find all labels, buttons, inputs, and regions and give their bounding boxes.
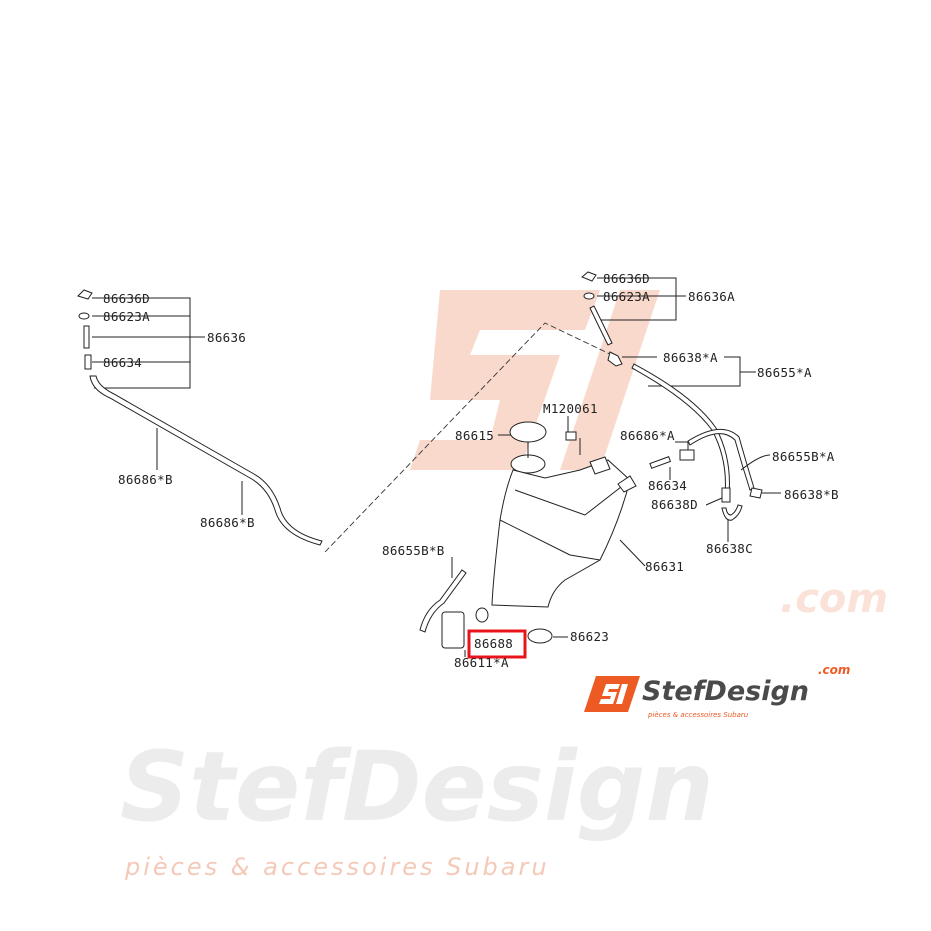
label-86686a: 86686*A bbox=[620, 428, 675, 443]
logo-domain: .com bbox=[818, 663, 850, 677]
label-86623: 86623 bbox=[570, 629, 609, 644]
watermark-domain: .com bbox=[780, 576, 888, 622]
left-nozzle-group bbox=[77, 289, 613, 553]
right-nozzle-group bbox=[581, 271, 781, 542]
highlight-box bbox=[467, 629, 527, 659]
label-86655a: 86655*A bbox=[757, 365, 812, 380]
bracket-icon bbox=[617, 475, 637, 493]
washer-icon bbox=[78, 312, 90, 320]
label-86638d: 86638D bbox=[651, 497, 698, 512]
label-86655b-b: 86655B*B bbox=[382, 543, 445, 558]
label-86655b-a: 86655B*A bbox=[772, 449, 835, 464]
joint-b-icon bbox=[749, 487, 763, 499]
check-valve-icon bbox=[84, 354, 92, 370]
nozzle-cap-icon bbox=[77, 289, 93, 300]
label-86636d-left: 86636D bbox=[103, 291, 150, 306]
label-86686b-1: 86686*B bbox=[118, 472, 173, 487]
watermark-brand: StefDesign bbox=[120, 731, 714, 843]
tank-cap-icon bbox=[509, 421, 547, 443]
label-86631: 86631 bbox=[645, 559, 684, 574]
label-86686b-2: 86686*B bbox=[200, 515, 255, 530]
washer-icon bbox=[583, 292, 595, 300]
hose-short bbox=[589, 305, 613, 346]
part-labels: 86636D 86623A 86636 86634 86686*B 86686*… bbox=[103, 271, 839, 670]
label-86638c: 86638C bbox=[706, 541, 753, 556]
nozzle-tube-icon bbox=[83, 325, 90, 349]
hose-c bbox=[721, 504, 743, 521]
label-86634-left: 86634 bbox=[103, 355, 142, 370]
label-86611a: 86611*A bbox=[454, 655, 509, 670]
logo-sj-mark bbox=[599, 684, 628, 704]
tank-body bbox=[491, 459, 631, 608]
label-86638b: 86638*B bbox=[784, 487, 839, 502]
nozzle-cap-icon bbox=[581, 271, 597, 282]
bracket-icon bbox=[589, 456, 611, 475]
label-86688: 86688 bbox=[474, 636, 513, 651]
watermark-tagline: pièces & accessoires Subaru bbox=[124, 853, 550, 881]
joint-d-icon bbox=[721, 487, 731, 503]
left-hose bbox=[89, 375, 323, 546]
label-86636d-right: 86636D bbox=[603, 271, 650, 286]
grommet-icon bbox=[527, 628, 553, 644]
hose-b-b bbox=[419, 569, 467, 633]
watermark-j-logo bbox=[560, 290, 660, 470]
label-86623a-left: 86623A bbox=[103, 309, 150, 324]
joint-a-icon bbox=[607, 351, 623, 367]
pump-icon bbox=[441, 611, 465, 649]
bolt-icon bbox=[565, 431, 577, 441]
watermark-s-logo bbox=[410, 290, 600, 470]
check-valve-icon bbox=[649, 456, 672, 469]
logo-tagline: pièces & accessoires Subaru bbox=[647, 711, 749, 719]
label-86623a-right: 86623A bbox=[603, 289, 650, 304]
seal-icon bbox=[475, 607, 489, 623]
label-86636a: 86636A bbox=[688, 289, 735, 304]
label-86634-right: 86634 bbox=[648, 478, 687, 493]
watermark: StefDesign .com pièces & accessoires Sub… bbox=[120, 290, 888, 881]
clip-a-icon bbox=[679, 449, 695, 461]
label-m120061: M120061 bbox=[543, 401, 598, 416]
label-86638a: 86638*A bbox=[663, 350, 718, 365]
pump-group bbox=[419, 557, 568, 659]
logo-brand: StefDesign bbox=[642, 676, 809, 707]
label-86636: 86636 bbox=[207, 330, 246, 345]
washer-tank bbox=[491, 416, 646, 608]
stefdesign-logo: StefDesign .com pièces & accessoires Sub… bbox=[584, 663, 850, 719]
label-86615: 86615 bbox=[455, 428, 494, 443]
